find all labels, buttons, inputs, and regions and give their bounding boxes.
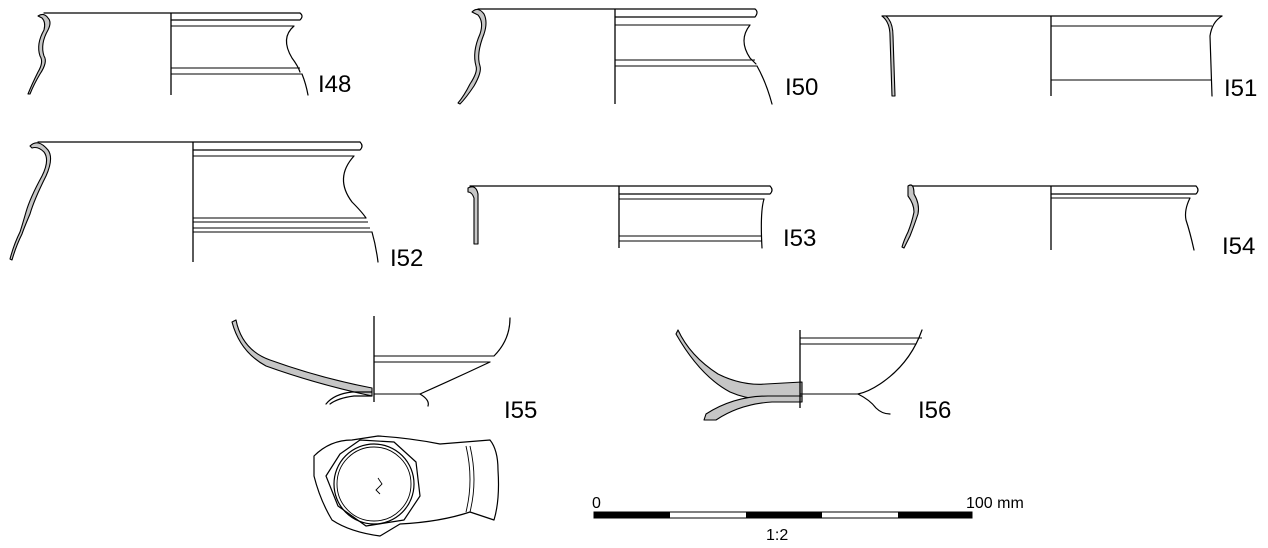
vessel-i55-drawing [231,316,511,407]
vessel-i51-drawing [881,15,1223,97]
scale-end-label: 100 mm [966,495,1024,512]
vessel-i56-drawing [675,329,923,421]
vessel-i48-label: I48 [318,71,351,98]
scale-start-label: 0 [592,495,601,512]
vessel-i51-label: I51 [1224,75,1257,102]
vessel-i52-drawing [9,141,379,263]
vessel-i55-label: I55 [504,397,537,424]
vessel-i52-label: I52 [390,245,423,272]
scale-ratio-label: 1:2 [766,527,788,544]
vessel-i48-drawing [27,12,309,96]
vessel-i50-label: I50 [785,74,818,101]
scale-segment-3 [746,512,822,518]
scale-segment-1 [594,512,670,518]
scale-segment-5 [898,512,972,518]
vessel-i50-drawing [457,8,773,105]
vessel-i54-drawing [901,184,1199,251]
vessel-i56-label: I56 [918,397,951,424]
vessel-i53-label: I53 [783,225,816,252]
vessel-i55-base-view [313,435,500,537]
vessel-i54-label: I54 [1222,233,1255,260]
vessel-i53-drawing [467,185,773,249]
scale-bar [593,511,973,519]
